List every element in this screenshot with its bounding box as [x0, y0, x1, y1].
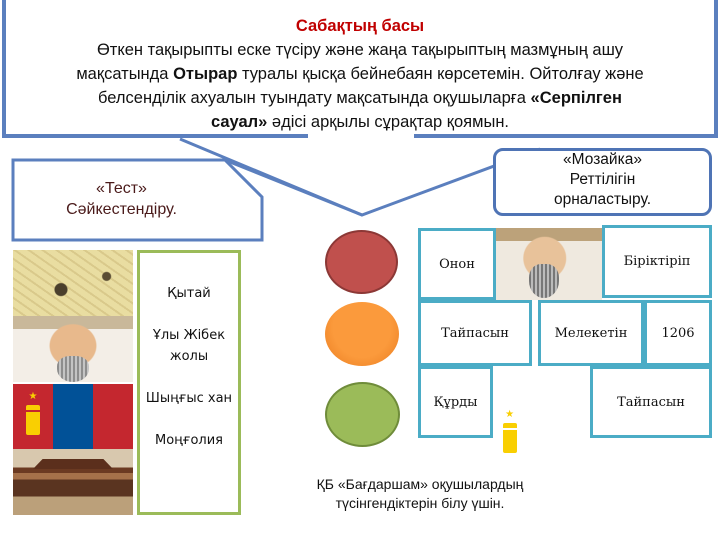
flag-blue-stripe	[53, 384, 93, 449]
callout-gap	[308, 134, 414, 140]
list-item[interactable]: Моңғолия	[155, 433, 223, 448]
text-span: туралы қысқа бейнебаян көрсетемін. Ойтол…	[237, 65, 644, 83]
test-label: «Тест»	[96, 180, 147, 197]
text-span: Өткен тақырыпты еске түсіру және жаңа та…	[96, 41, 624, 59]
mosaic-cell-taipasyn-2[interactable]: Тайпасын	[590, 366, 712, 438]
lesson-start-title: Сабақтың басы	[295, 17, 425, 35]
mosaic-line-2: Реттілігін	[569, 171, 636, 188]
traffic-light-red[interactable]	[325, 230, 398, 294]
test-description: Сәйкестендіру.	[66, 201, 177, 218]
mosaic-box	[493, 148, 712, 216]
lesson-start-line-2: мақсатында Отырар туралы қысқа бейнебаян…	[14, 62, 706, 86]
note-line-2: түсінгендіктерін білу үшін.	[335, 495, 505, 511]
list-item[interactable]: Ұлы Жібек жолы	[152, 328, 226, 364]
mosaic-cell-onon[interactable]: Онон	[418, 228, 496, 300]
text-span: мақсатында	[76, 65, 174, 83]
mosaic-cell-flag[interactable]: ★	[493, 366, 593, 453]
mosaic-cell-meleketin[interactable]: Мелекетін	[538, 300, 644, 366]
mosaic-cell-year[interactable]: 1206	[644, 300, 712, 366]
mosaic-cell-portrait[interactable]	[496, 228, 602, 300]
mosaic-box-text: «Мозайка» Реттілігін орналастыру.	[493, 150, 712, 210]
mosaic-cell-taipasyn[interactable]: Тайпасын	[418, 300, 532, 366]
text-span: әдісі арқылы сұрақтар қоямын.	[267, 113, 510, 131]
traffic-light-orange[interactable]	[325, 302, 399, 366]
soyombo-icon: ★	[502, 410, 517, 453]
list-item[interactable]: Шыңғыс хан	[145, 391, 233, 406]
mosaic-cell-kurdy[interactable]: Құрды	[418, 366, 493, 438]
lesson-start-line-3: белсенділік ахуалын туындату мақсатында …	[14, 86, 706, 110]
lesson-start-line-4: сауал» әдісі арқылы сұрақтар қоямын.	[14, 110, 706, 134]
text-span: белсенділік ахуалын туындату мақсатында …	[98, 89, 531, 107]
genghis-khan-portrait	[13, 316, 133, 382]
note-line-1: ҚБ «Бағдаршам» оқушылардың	[316, 476, 524, 492]
list-item[interactable]: Қытай	[167, 286, 211, 301]
traffic-light-note: ҚБ «Бағдаршам» оқушылардың түсінгендікте…	[270, 475, 570, 513]
flag-red-stripe: ★	[13, 384, 53, 449]
method-bold-2: сауал»	[210, 113, 268, 131]
mosaic-line-3: орналастыру.	[553, 191, 652, 208]
lesson-start-box	[2, 0, 718, 138]
method-bold: «Серпілген	[530, 89, 622, 107]
lesson-start-text: Сабақтың басы Өткен тақырыпты еске түсір…	[14, 14, 706, 134]
mongolia-flag-image: ★	[13, 384, 133, 449]
mosaic-label: «Мозайка»	[563, 151, 642, 168]
map-image	[13, 250, 133, 316]
test-box-text: «Тест» Сәйкестендіру.	[14, 178, 229, 220]
lesson-start-line-1: Өткен тақырыпты еске түсіру және жаңа та…	[14, 38, 706, 62]
otyrar-bold: Отырар	[173, 65, 238, 83]
matching-list-box	[137, 250, 241, 515]
mosaic-cell-biriktirip[interactable]: Біріктіріп	[602, 225, 712, 298]
soyombo-icon: ★	[26, 392, 40, 435]
matching-list: Қытай Ұлы Жібек жолы Шыңғыс хан Моңғолия	[140, 283, 238, 472]
temple-image	[13, 449, 133, 515]
flag-red-stripe	[93, 384, 133, 449]
traffic-light-green[interactable]	[325, 382, 400, 447]
